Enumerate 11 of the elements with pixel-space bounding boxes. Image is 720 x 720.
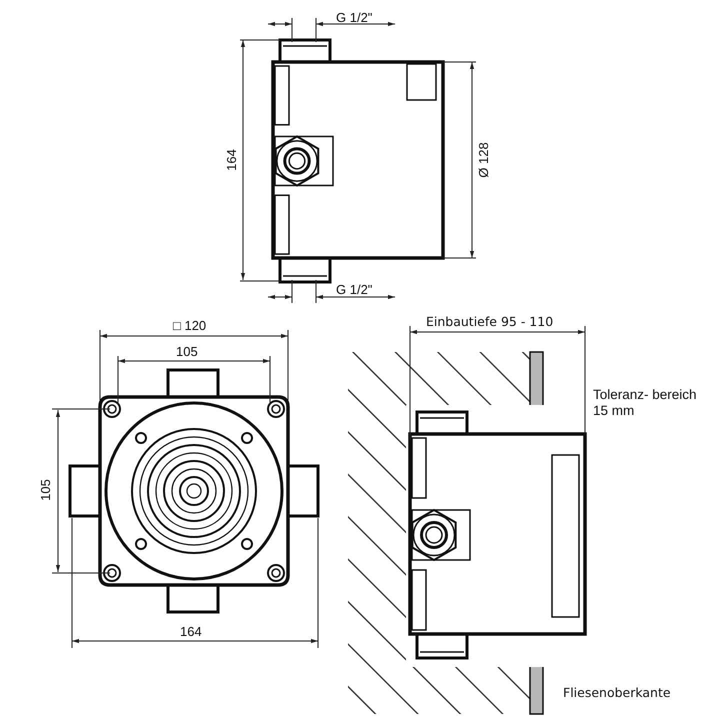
dimension-label: 105 [38, 479, 54, 501]
dimension-label: □ 120 [173, 318, 206, 334]
dimension-label: 164 [180, 624, 202, 640]
dimension-label: Ø 128 [476, 142, 492, 178]
annotation-text: Toleranz- bereich 15 mm [593, 387, 698, 420]
annotation-text: Fliesenoberkante [563, 685, 671, 700]
dimension-label: Einbautiefe 95 - 110 [426, 314, 554, 329]
dimension-label: G 1/2" [336, 10, 372, 26]
dimension-label: 105 [176, 344, 198, 360]
dimension-label: G 1/2" [336, 282, 372, 298]
dimension-label: 164 [224, 149, 240, 171]
